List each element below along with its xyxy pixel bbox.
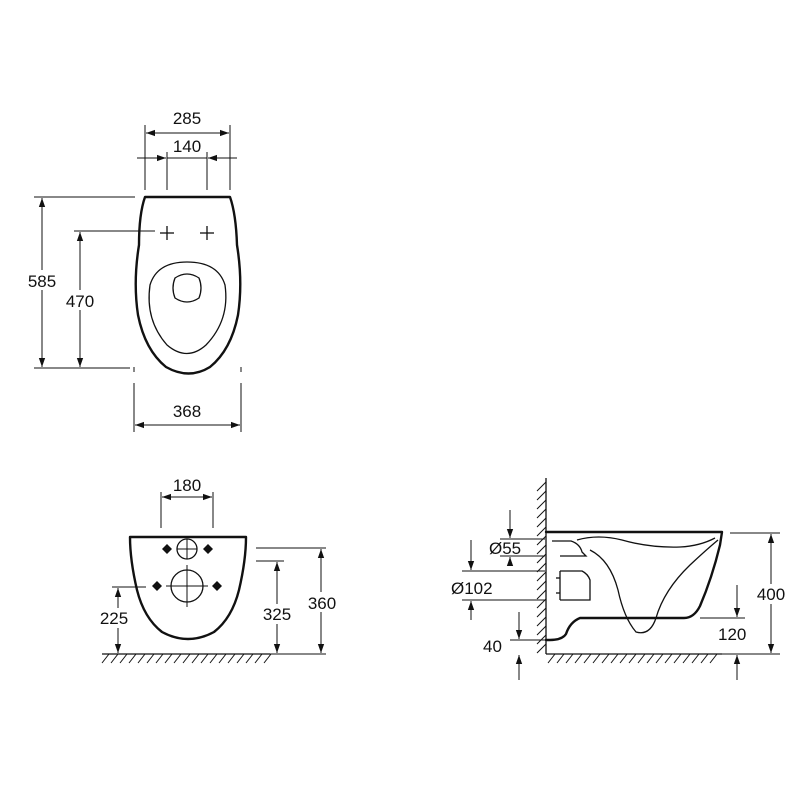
hatch-stroke [209,653,218,664]
hatch-stroke [536,571,547,582]
side-view-inlet [552,540,588,557]
hatch-stroke [536,499,547,510]
hatch-stroke [637,653,646,664]
hatch-stroke [628,653,637,664]
top-view-bowl-outline [134,195,242,375]
front-fixing-diamond-1 [162,544,172,554]
side-wall-hatch [536,481,547,654]
dim-140: 140 [173,137,201,156]
hatch-stroke [101,653,110,664]
dim-225: 225 [100,609,128,628]
hatch-stroke [673,653,682,664]
hatch-stroke [646,653,655,664]
side-view: Ø55 Ø102 40 400 120 [450,478,792,680]
dim-diameter-55: Ø55 [489,539,521,558]
front-inlet-circle [176,538,198,560]
fixing-mark-right [200,226,214,240]
hatch-stroke [536,481,547,492]
side-floor-hatch [547,653,718,664]
dim-diameter-102: Ø102 [451,579,493,598]
hatch-stroke [619,653,628,664]
hatch-stroke [655,653,664,664]
hatch-stroke [191,653,200,664]
hatch-stroke [536,580,547,591]
front-view: 180 225 325 360 [95,476,342,664]
hatch-stroke [164,653,173,664]
hatch-stroke [227,653,236,664]
hatch-stroke [137,653,146,664]
hatch-stroke [536,535,547,546]
hatch-stroke [536,625,547,636]
hatch-stroke [245,653,254,664]
hatch-stroke [110,653,119,664]
hatch-stroke [536,526,547,537]
top-view-outlet [172,273,202,303]
front-outlet-circle [166,565,208,607]
dim-285: 285 [173,109,201,128]
dim-470: 470 [66,292,94,311]
hatch-stroke [218,653,227,664]
hatch-stroke [119,653,128,664]
hatch-stroke [200,653,209,664]
hatch-stroke [574,653,583,664]
hatch-stroke [254,653,263,664]
hatch-stroke [155,653,164,664]
front-floor-hatch [101,653,272,664]
hatch-stroke [263,653,272,664]
hatch-stroke [682,653,691,664]
dim-368: 368 [173,402,201,421]
hatch-stroke [146,653,155,664]
dim-360: 360 [308,594,336,613]
side-view-body [544,530,724,642]
front-view-body [128,535,248,641]
dim-325: 325 [263,605,291,624]
hatch-stroke [128,653,137,664]
hatch-stroke [691,653,700,664]
hatch-stroke [182,653,191,664]
dim-585: 585 [28,272,56,291]
dim-40: 40 [483,637,502,656]
hatch-stroke [610,653,619,664]
fixing-mark-left [160,226,174,240]
hatch-stroke [173,653,182,664]
hatch-stroke [592,653,601,664]
hatch-stroke [583,653,592,664]
dim-400: 400 [757,585,785,604]
hatch-stroke [536,490,547,501]
hatch-stroke [536,553,547,564]
side-view-siphon [589,539,719,634]
front-fixing-diamond-2 [203,544,213,554]
side-view-bowl-curve [576,536,716,548]
hatch-stroke [536,544,547,555]
top-view-inner-rim [148,261,227,355]
front-fixing-diamond-3 [152,581,162,591]
hatch-stroke [709,653,718,664]
side-view-outlet [560,570,591,601]
dim-120: 120 [718,625,746,644]
top-view: 285 140 585 470 368 [24,109,242,432]
hatch-stroke [536,643,547,654]
hatch-stroke [536,616,547,627]
hatch-stroke [700,653,709,664]
hatch-stroke [536,517,547,528]
hatch-stroke [236,653,245,664]
hatch-stroke [547,653,556,664]
dim-180: 180 [173,476,201,495]
hatch-stroke [536,589,547,600]
hatch-stroke [601,653,610,664]
hatch-stroke [565,653,574,664]
hatch-stroke [536,607,547,618]
front-fixing-diamond-4 [212,581,222,591]
hatch-stroke [664,653,673,664]
hatch-stroke [536,508,547,519]
hatch-stroke [556,653,565,664]
